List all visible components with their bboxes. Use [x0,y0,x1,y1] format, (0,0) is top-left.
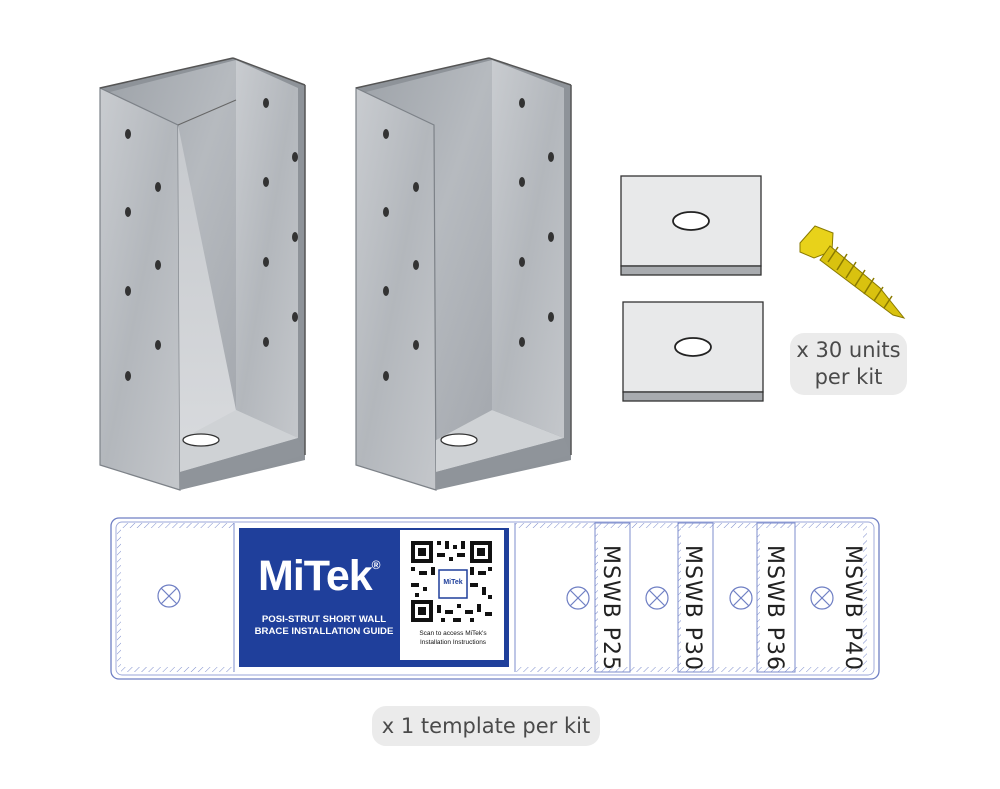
size-label-p36: MSWB P36 [762,545,787,672]
screw [799,225,906,319]
guide-title: POSI-STRUT SHORT WALL BRACE INSTALLATION… [250,614,398,638]
scan-instructions: Scan to access MiTek's Installation Inst… [403,630,503,647]
scan-line1: Scan to access MiTek's [419,630,487,637]
washer-bottom [622,301,764,402]
guide-title-line1: POSI-STRUT SHORT WALL [261,614,387,625]
screw-quantity-line2: per kit [814,365,883,389]
qr-center-logo: MiTek [443,579,463,586]
washer-top [620,175,762,276]
screw-quantity-badge: x 30 units per kit [790,333,907,395]
bracket-right [355,57,572,491]
brand-name: MiTek [258,552,373,600]
size-label-p40: MSWB P40 [840,545,865,672]
guide-title-line2: BRACE INSTALLATION GUIDE [254,626,394,637]
brand-registered-mark: ® [371,558,381,572]
qr-code [411,541,492,622]
mitek-logo: MiTek® [258,552,380,601]
scan-line2: Installation Instructions [419,638,487,646]
bracket-left [99,57,306,491]
size-label-p25: MSWB P25 [598,545,623,672]
size-label-p30: MSWB P30 [680,545,705,672]
template-quantity-badge: x 1 template per kit [372,706,600,746]
screw-quantity-line1: x 30 units [796,338,901,362]
